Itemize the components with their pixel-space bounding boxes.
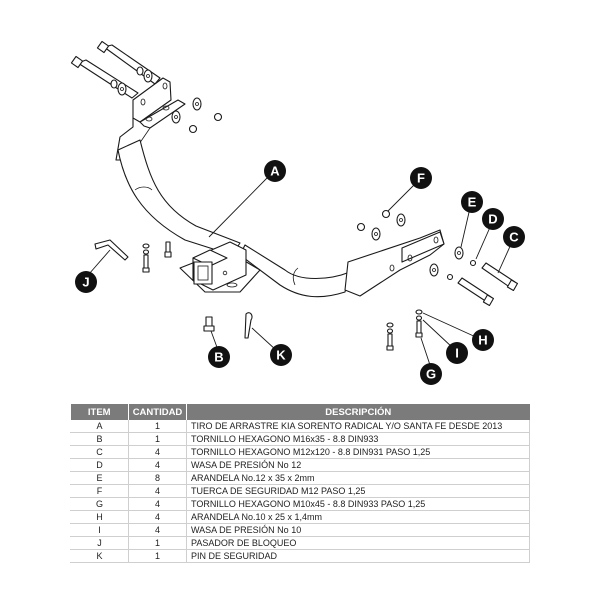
item-cell: G bbox=[70, 497, 129, 511]
item-cell: C bbox=[70, 445, 129, 459]
right-bracket bbox=[344, 229, 445, 297]
qty-cell: 8 bbox=[128, 471, 187, 485]
item-cell: A bbox=[70, 420, 129, 433]
description-cell: PIN DE SEGURIDAD bbox=[186, 549, 530, 563]
right-bolts bbox=[446, 246, 519, 307]
qty-cell: 4 bbox=[128, 445, 187, 459]
svg-text:C: C bbox=[509, 230, 519, 245]
qty-cell: 4 bbox=[128, 523, 187, 537]
callout-f: F bbox=[410, 167, 432, 189]
svg-text:A: A bbox=[270, 164, 280, 179]
leader-lines bbox=[88, 176, 513, 369]
callout-h: H bbox=[472, 329, 494, 351]
item-cell: E bbox=[70, 471, 129, 485]
item-cell: K bbox=[70, 549, 129, 563]
exploded-diagram: A B C D E F G H I J K bbox=[70, 40, 525, 385]
qty-cell: 1 bbox=[128, 536, 187, 550]
item-cell: J bbox=[70, 536, 129, 550]
callout-c: C bbox=[503, 226, 525, 248]
svg-text:B: B bbox=[214, 350, 223, 365]
callout-d: D bbox=[482, 208, 504, 230]
description-cell: ARANDELA No.10 x 25 x 1,4mm bbox=[186, 510, 530, 524]
description-cell: TIRO DE ARRASTRE KIA SORENTO RADICAL Y/O… bbox=[186, 420, 530, 433]
qty-cell: 1 bbox=[128, 420, 187, 433]
left-washers bbox=[110, 66, 223, 134]
svg-text:I: I bbox=[455, 346, 459, 361]
receiver bbox=[179, 241, 261, 293]
left-small-bolts bbox=[142, 241, 172, 273]
svg-text:H: H bbox=[478, 333, 487, 348]
table-header: ITEM CANTIDAD DESCRIPCIÓN bbox=[70, 404, 530, 420]
callout-j: J bbox=[75, 271, 97, 293]
description-cell: TORNILLO HEXAGONO M12x120 - 8.8 DIN931 P… bbox=[186, 445, 530, 459]
svg-text:J: J bbox=[82, 275, 89, 290]
right-nuts-washers bbox=[356, 209, 406, 241]
item-cell: F bbox=[70, 484, 129, 498]
svg-text:D: D bbox=[488, 212, 497, 227]
item-cell: H bbox=[70, 510, 129, 524]
qty-cell: 1 bbox=[128, 549, 187, 563]
callout-k: K bbox=[270, 344, 292, 366]
header-qty: CANTIDAD bbox=[128, 404, 187, 420]
callout-a: A bbox=[264, 160, 286, 182]
callout-g: G bbox=[420, 363, 442, 385]
lower-bolt-stacks bbox=[386, 309, 423, 351]
description-cell: TORNILLO HEXAGONO M16x35 - 8.8 DIN933 bbox=[186, 432, 530, 446]
description-cell: TORNILLO HEXAGONO M10x45 - 8.8 DIN933 PA… bbox=[186, 497, 530, 511]
item-cell: B bbox=[70, 432, 129, 446]
svg-text:G: G bbox=[426, 367, 436, 382]
svg-text:K: K bbox=[276, 348, 286, 363]
qty-cell: 4 bbox=[128, 484, 187, 498]
callout-b: B bbox=[208, 346, 230, 368]
description-cell: PASADOR DE BLOQUEO bbox=[186, 536, 530, 550]
item-cell: D bbox=[70, 458, 129, 472]
b-bolt bbox=[203, 316, 215, 332]
description-cell: ARANDELA No.12 x 35 x 2mm bbox=[186, 471, 530, 485]
header-item: ITEM bbox=[70, 404, 129, 420]
qty-cell: 4 bbox=[128, 458, 187, 472]
svg-text:F: F bbox=[417, 171, 425, 186]
item-cell: I bbox=[70, 523, 129, 537]
safety-pin bbox=[244, 312, 253, 339]
callout-e: E bbox=[461, 191, 483, 213]
qty-cell: 4 bbox=[128, 497, 187, 511]
header-desc: DESCRIPCIÓN bbox=[186, 404, 530, 420]
qty-cell: 1 bbox=[128, 432, 187, 446]
qty-cell: 4 bbox=[128, 510, 187, 524]
svg-text:E: E bbox=[468, 195, 477, 210]
callout-i: I bbox=[446, 342, 468, 364]
description-cell: WASA DE PRESIÓN No 12 bbox=[186, 458, 530, 472]
locking-pin bbox=[94, 239, 129, 261]
description-cell: TUERCA DE SEGURIDAD M12 PASO 1,25 bbox=[186, 484, 530, 498]
description-cell: WASA DE PRESIÓN No 10 bbox=[186, 523, 530, 537]
